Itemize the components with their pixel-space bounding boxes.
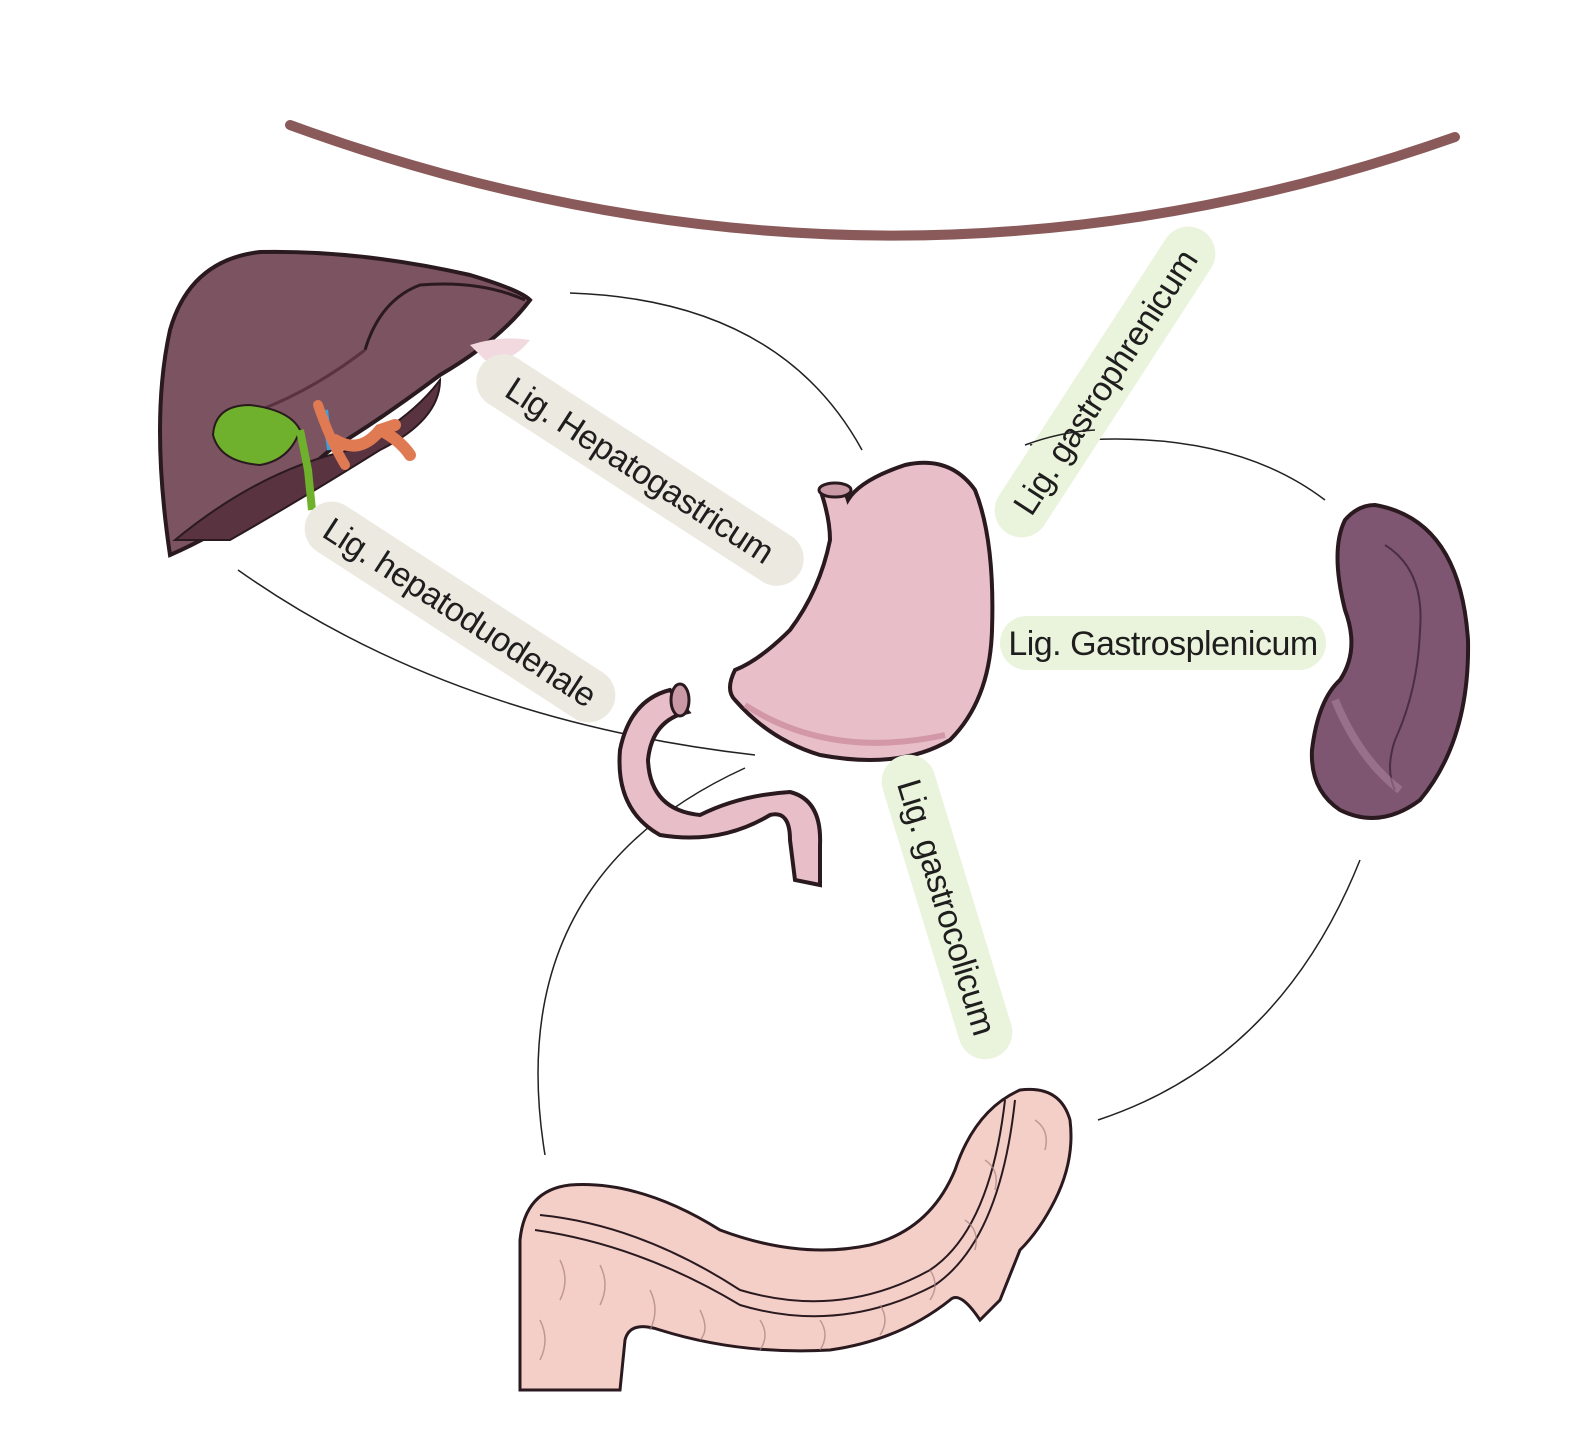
gallbladder-icon: [211, 400, 416, 511]
line-liver-duodenum: [237, 569, 756, 756]
duodenum-icon: [617, 682, 823, 888]
line-duodenum-colon: [537, 767, 746, 1156]
label-gastrophrenicum-text: Lig. gastrophrenicum: [1006, 243, 1205, 522]
line-over-gastrophrenicum: [1024, 429, 1096, 446]
liver-icon: [158, 249, 533, 558]
label-gastrosplenicum-text: Lig. Gastrosplenicum: [1008, 625, 1317, 663]
stomach-icon: [728, 460, 995, 762]
label-hepatogastricum: Lig. Hepatogastricum: [476, 354, 804, 586]
line-liver-stomach: [569, 292, 863, 451]
colon-icon: [518, 1087, 1073, 1392]
label-hepatogastricum-text: Lig. Hepatogastricum: [499, 370, 781, 571]
label-gastrophrenicum: Lig. gastrophrenicum: [994, 226, 1216, 538]
label-gastrocolicum: Lig. gastrocolicum: [881, 754, 1013, 1060]
spleen-icon: [1309, 502, 1471, 820]
line-spleen-colon: [1097, 859, 1361, 1121]
label-gastrosplenicum: Lig. Gastrosplenicum: [1000, 616, 1326, 670]
label-hepatoduodenale: Lig. hepatoduodenale: [304, 501, 616, 723]
label-hepatoduodenale-text: Lig. hepatoduodenale: [316, 511, 603, 716]
diaphragm-curve: [285, 120, 1460, 241]
